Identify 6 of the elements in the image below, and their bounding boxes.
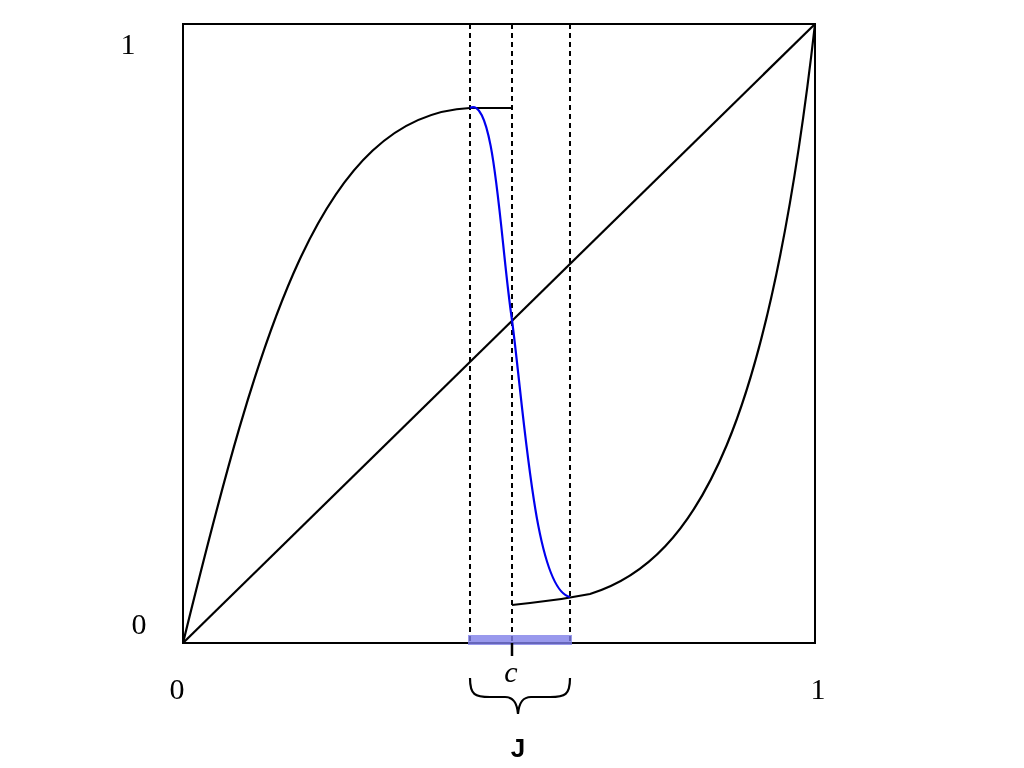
interval-label: J (510, 735, 526, 761)
point-label: c (504, 657, 518, 687)
axis-tick-label: 1 (810, 674, 826, 704)
axis-tick-label: 0 (131, 609, 147, 639)
axis-tick-label: 0 (169, 674, 185, 704)
axis-tick-label: 1 (120, 29, 136, 59)
